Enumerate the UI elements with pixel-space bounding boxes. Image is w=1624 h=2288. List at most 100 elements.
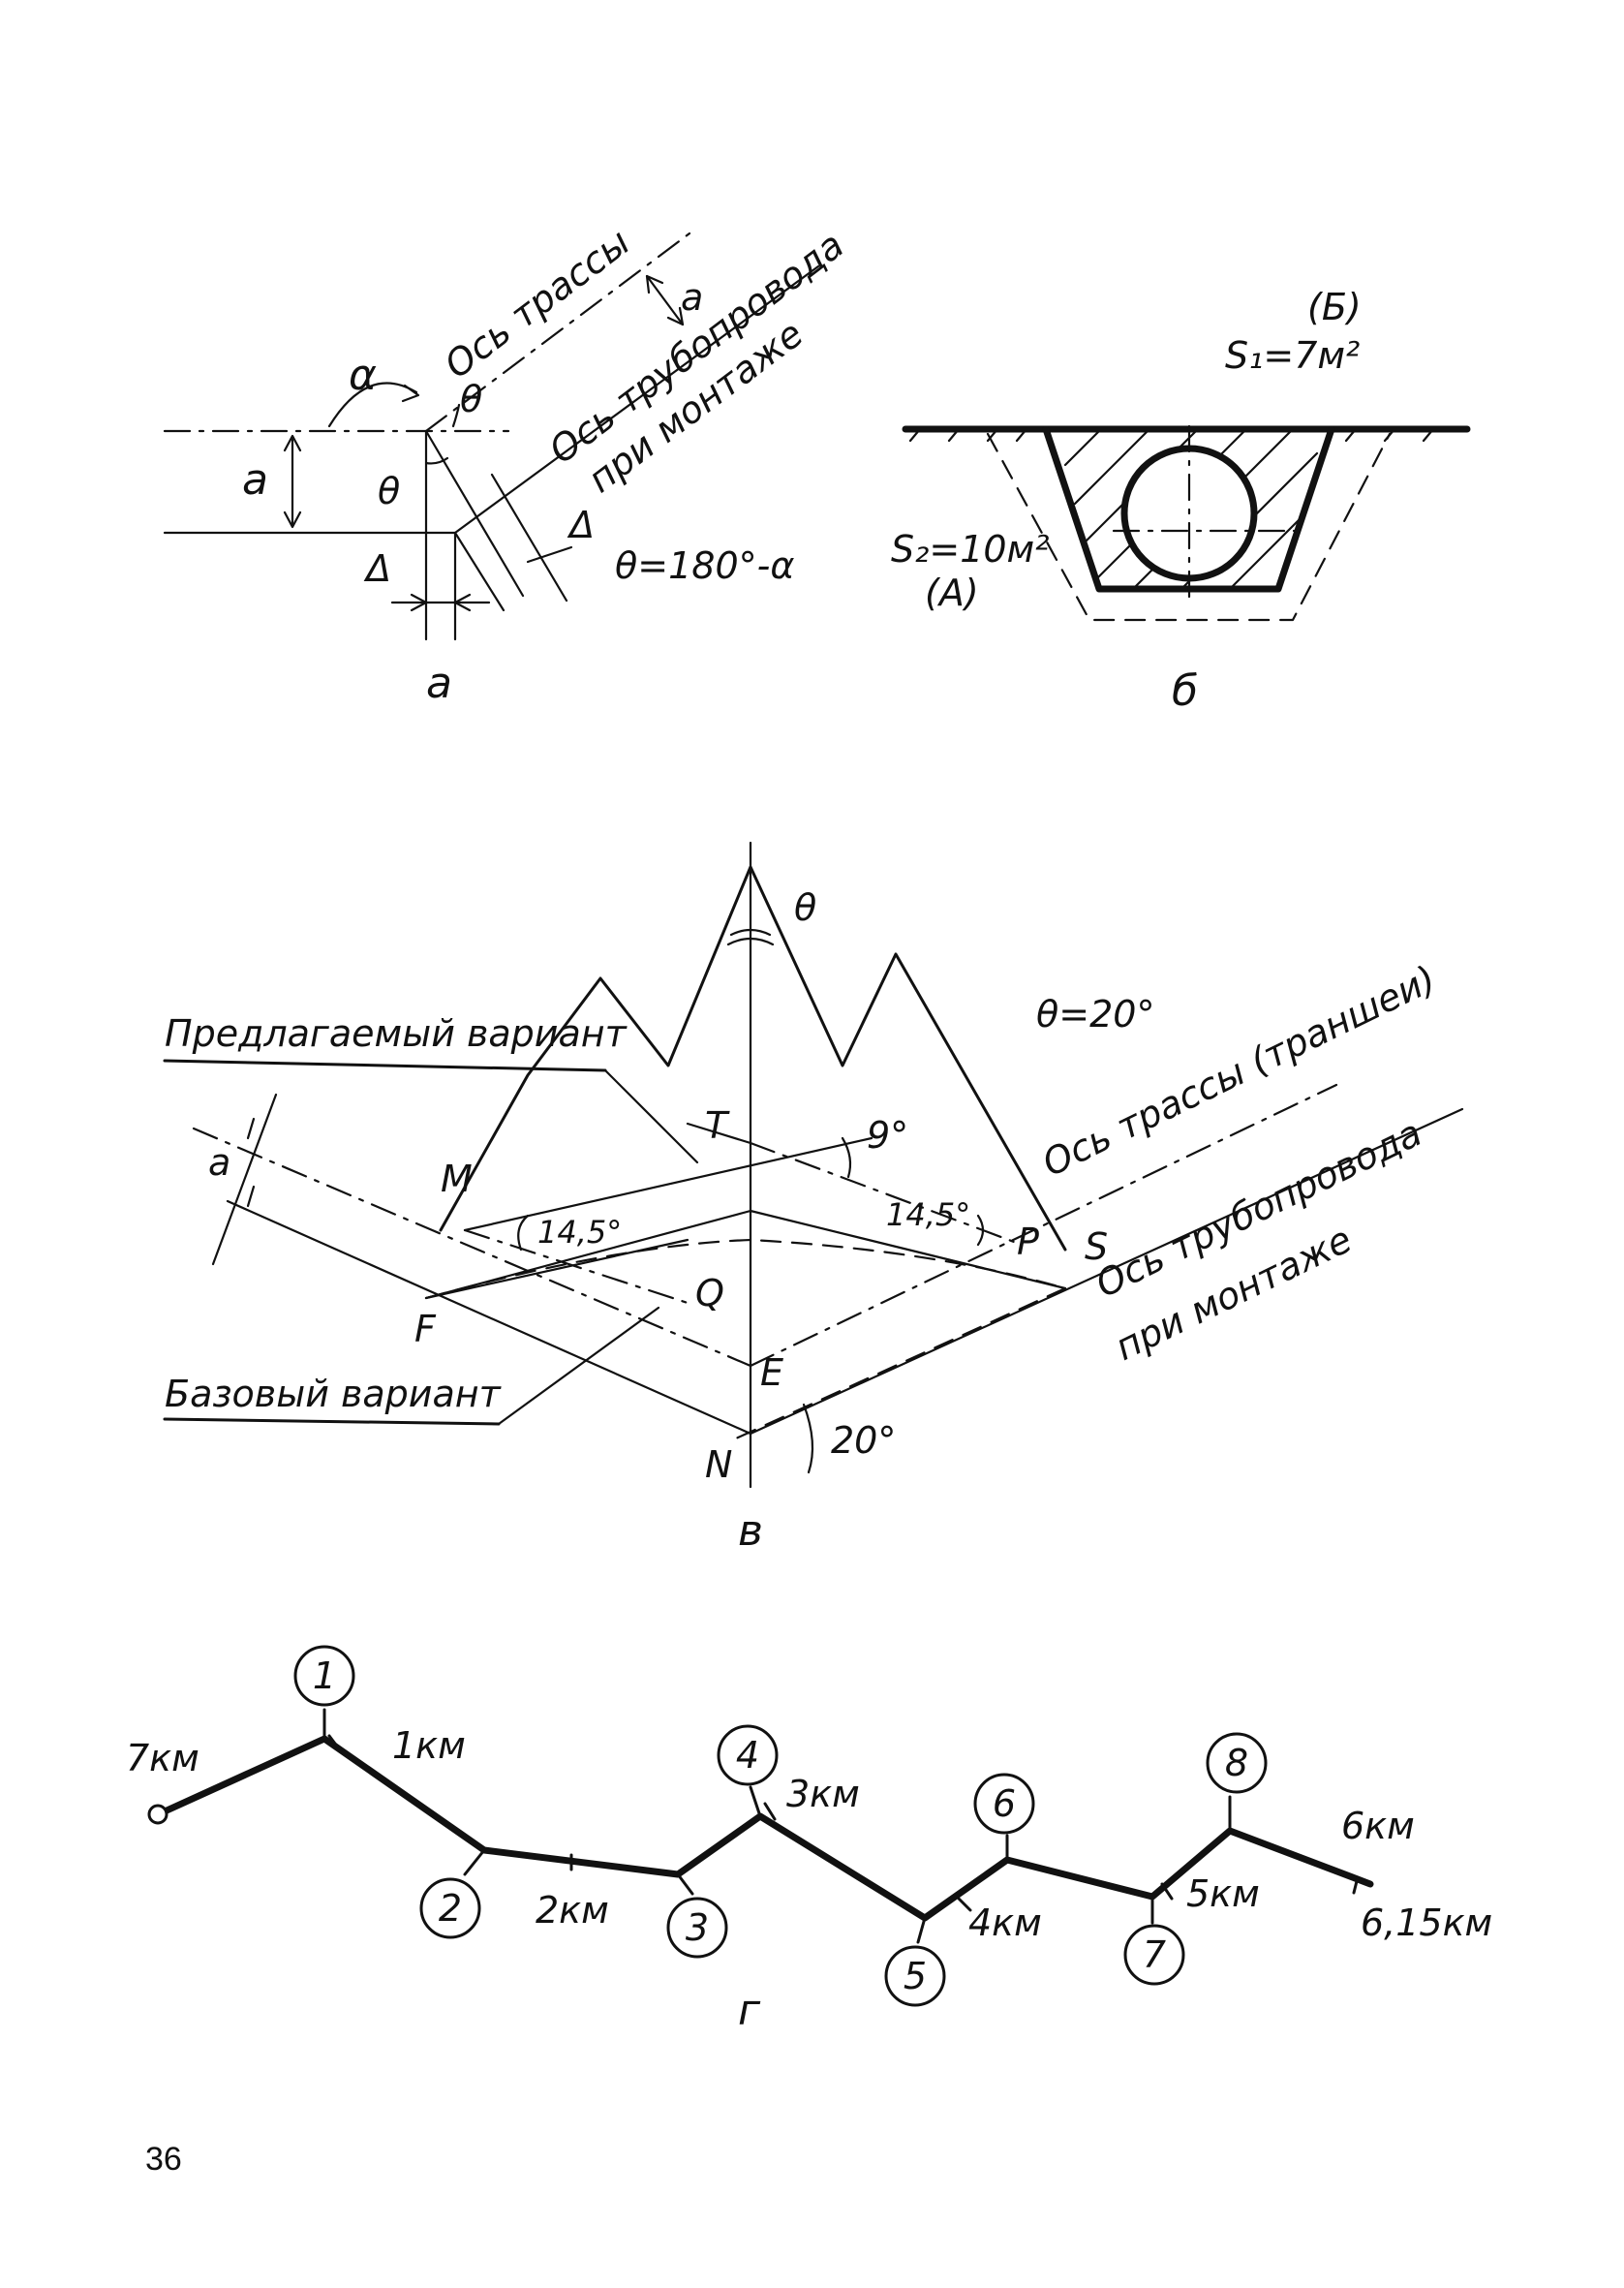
fig-g-node-5-label: 5 [904, 1955, 927, 1997]
fig-g-node-6: 6 [973, 1773, 1035, 1835]
fig-g-km-4: 4км [968, 1902, 1042, 1944]
fig-g-node-3: 3 [666, 1897, 728, 1959]
fig-v-caption: в [738, 1506, 763, 1556]
fig-v-offset-label: a [208, 1141, 230, 1184]
fig-v-angle-9: 9° [867, 1114, 908, 1157]
fig-g-km-ticks [327, 1734, 1360, 1912]
fig-v-arc-right [976, 1214, 985, 1247]
fig-a-dim-delta2-line [526, 545, 573, 564]
fig-v-point-q: Q [695, 1272, 724, 1314]
fig-v-pipe-line [749, 1107, 1464, 1436]
fig-v-base-leader [497, 1306, 660, 1426]
fig-g-start-km: 7км [126, 1737, 199, 1779]
fig-v-base-label: Базовый вариант [165, 1373, 503, 1415]
fig-v-proposed-baseline [163, 1059, 607, 1072]
fig-g-node-8-label: 8 [1225, 1742, 1248, 1784]
fig-a-theta-arc-top [451, 403, 461, 428]
fig-v-point-p: P [1017, 1221, 1039, 1263]
figure-g: 1 2 3 4 5 6 7 8 7км 1км [126, 1645, 1492, 2035]
fig-v-m-t-line [463, 1136, 873, 1232]
fig-v-arc-9 [841, 1136, 852, 1179]
fig-a-dim-offset-heads [645, 274, 685, 326]
fig-g-node-7-label: 7 [1143, 1933, 1166, 1976]
fig-v-arc-theta [726, 928, 775, 946]
fig-a-route-axis-label: Ось трассы [437, 221, 637, 387]
fig-b-caption: б [1172, 666, 1198, 716]
fig-v-point-n: N [705, 1443, 732, 1486]
fig-a-dim-a-heads [283, 434, 302, 529]
fig-a-delta-label: Δ [363, 547, 391, 590]
fig-b-s2-group: (А) [925, 572, 979, 614]
fig-v-arc-left [517, 1214, 530, 1252]
figure-a: Ось трассы Ось трубопровода при монтаже … [163, 221, 851, 708]
fig-v-route-right [749, 1083, 1338, 1368]
fig-g-stems [322, 1708, 1232, 1944]
fig-v-offset-ticks [246, 1117, 256, 1208]
fig-g-km-2: 2км [536, 1889, 609, 1932]
fig-g-km-1: 1км [392, 1724, 466, 1767]
fig-g-node-4-label: 4 [736, 1734, 759, 1777]
fig-v-t-p-line [749, 1141, 1024, 1247]
fig-v-point-s: S [1085, 1225, 1108, 1268]
fig-v-theta-value: θ=20° [1036, 993, 1154, 1036]
fig-g-node-3-label: 3 [686, 1906, 709, 1949]
fig-a-offset-top-label: a [681, 276, 703, 319]
fig-a-theta-label-top: θ [460, 378, 482, 420]
fig-v-arc-20 [802, 1403, 814, 1474]
fig-a-route-axis-line [424, 226, 699, 433]
fig-v-f-line [424, 1238, 689, 1300]
fig-v-offset-line [211, 1093, 278, 1266]
fig-a-ext-line-1 [424, 429, 525, 598]
fig-a-alpha-label: α [349, 351, 377, 400]
fig-g-end-km: 6,15км [1361, 1902, 1492, 1944]
fig-v-dashed-return [734, 1286, 1067, 1440]
fig-v-angle-right: 14,5° [886, 1196, 970, 1233]
fig-v-point-t: T [705, 1104, 730, 1147]
fig-a-pipe-axis-line [453, 264, 820, 535]
fig-g-node-1-label: 1 [313, 1654, 336, 1697]
fig-v-angle-20: 20° [831, 1419, 896, 1462]
fig-v-proposed-label: Предлагаемый вариант [165, 1012, 628, 1055]
figure-b: (Б) S₁=7м² S₂=10м² (А) б [891, 286, 1471, 716]
fig-a-offset-label: a [242, 455, 268, 505]
fig-b-s1: S₁=7м² [1225, 334, 1360, 377]
fig-v-theta-label: θ [794, 886, 816, 929]
fig-a-theta-label-left: θ [378, 470, 400, 512]
fig-v-t-mark [686, 1122, 752, 1145]
fig-g-km-5: 5км [1186, 1872, 1260, 1915]
fig-g-node-2: 2 [419, 1877, 481, 1939]
fig-g-node-1: 1 [293, 1645, 355, 1707]
fig-v-left-line [226, 1199, 752, 1436]
fig-a-ext-line-3 [490, 473, 568, 603]
fig-g-caption: г [738, 1986, 761, 2035]
fig-b-s2: S₂=10м² [891, 528, 1049, 571]
fig-a-caption: а [426, 659, 452, 708]
fig-v-route-left [192, 1127, 752, 1368]
fig-g-node-5: 5 [884, 1945, 946, 2007]
fig-g-node-8: 8 [1206, 1732, 1268, 1794]
fig-g-km-6: 6км [1341, 1805, 1415, 1847]
page-number: 36 [145, 2141, 182, 2178]
fig-v-dashed-curve [424, 1238, 1067, 1300]
fig-a-alpha-arrowhead [401, 384, 420, 403]
fig-g-km-3: 3км [786, 1773, 860, 1815]
fig-g-node-2-label: 2 [439, 1887, 462, 1930]
fig-g-route-polyline [161, 1735, 1374, 1922]
fig-v-m-q-line [463, 1228, 689, 1305]
fig-v-proposed-leader [603, 1068, 699, 1164]
fig-a-delta2-label: Δ [567, 504, 595, 546]
fig-a-ext-line-2 [453, 531, 506, 612]
fig-v-apex-left [424, 1209, 752, 1300]
fig-a-formula: θ=180°-α [615, 544, 794, 587]
fig-v-angle-left: 14,5° [537, 1214, 622, 1251]
figure-v: Предлагаемый вариант Базовый вариант θ θ… [163, 841, 1464, 1556]
fig-v-base-baseline [163, 1417, 501, 1426]
fig-a-theta-arc-left [424, 456, 449, 465]
fig-a-dim-delta-heads [410, 593, 472, 612]
fig-g-node-4: 4 [717, 1724, 779, 1786]
fig-b-s1-group: (Б) [1307, 286, 1362, 328]
fig-v-sawtooth [439, 865, 1067, 1252]
fig-b-ground-hatch [908, 427, 1435, 443]
